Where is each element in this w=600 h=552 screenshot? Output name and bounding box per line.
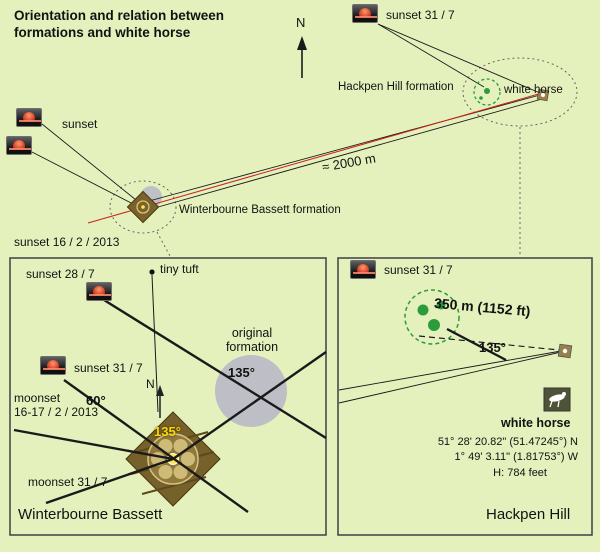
moonset-31-7-line — [45, 457, 174, 505]
tiny-tuft-dot — [149, 269, 155, 275]
connector-left — [156, 231, 171, 257]
sightline-1 — [148, 94, 541, 202]
dashed-alignment-line — [418, 335, 560, 351]
formation-to-horse-line — [446, 327, 507, 362]
right-panel-title: Hackpen Hill — [486, 506, 571, 523]
sunset-icon — [6, 136, 32, 155]
formation-axis-line — [172, 351, 327, 460]
sunset-31-7-label-left: sunset 31 / 7 — [74, 361, 143, 375]
sun-streak — [19, 120, 41, 122]
sunset-label: sunset — [62, 117, 98, 131]
north-label: N — [296, 15, 306, 30]
sunset-28-7-label: sunset 28 / 7 — [26, 267, 95, 281]
sun-streak — [89, 294, 111, 296]
horizon-strip — [87, 295, 111, 300]
tiny-tuft-label: tiny tuft — [160, 262, 199, 276]
red-sightline — [87, 92, 543, 224]
hackpen-formation-circle — [473, 78, 501, 106]
winterbourne-area-ellipse — [109, 180, 177, 234]
sunset-icon — [86, 282, 112, 301]
sunset-31-7-line — [63, 379, 249, 513]
right-panel-border — [337, 257, 593, 536]
angle-135-formation-label: 135° — [154, 424, 181, 439]
sunset-31-7-label-right: sunset 31 / 7 — [384, 263, 453, 277]
sunset-28-7-line — [103, 298, 327, 440]
sunset-31-7-label-main: sunset 31 / 7 — [386, 8, 455, 22]
sunset-icon — [352, 4, 378, 23]
original-formation-label: original formation — [225, 326, 279, 355]
left-panel-border — [9, 257, 327, 536]
white-horse-photo — [543, 387, 571, 412]
longitude-label: 1° 49' 3.11" (1.81753°) W — [454, 451, 578, 463]
latitude-label: 51° 28' 20.82" (51.47245°) N — [437, 436, 578, 448]
horizon-strip — [353, 17, 377, 22]
horizon-strip — [41, 369, 65, 374]
left-panel-title: Winterbourne Bassett — [18, 506, 163, 523]
angle-135-label-right: 135° — [479, 340, 506, 355]
page-title-line1: Orientation and relation between — [14, 8, 225, 23]
moonset-31-7-label: moonset 31 / 7 — [28, 475, 108, 489]
page-title-line2: formations and white horse — [14, 25, 191, 40]
sunset-icon — [350, 260, 376, 279]
moonset-16-17-line — [13, 428, 174, 461]
horizon-strip — [351, 273, 375, 278]
sun-streak — [9, 148, 31, 150]
hackpen-formation-circle-detail — [404, 289, 460, 345]
sun-streak — [353, 272, 375, 274]
north-label-left-panel: N — [146, 377, 155, 391]
sightline-2 — [150, 98, 543, 210]
sunset-icon — [16, 108, 42, 127]
horizon-strip — [17, 121, 41, 126]
main-diagram — [31, 23, 578, 257]
elevation-label: H: 784 feet — [493, 467, 547, 479]
sun-streak — [355, 16, 377, 18]
sightline-detail-2 — [338, 351, 562, 404]
winterbourne-formation-label: Winterbourne Bassett formation — [179, 204, 341, 216]
right-panel-diagram — [337, 257, 593, 536]
angle-60-label: 60° — [86, 393, 106, 408]
sun-streak — [43, 368, 65, 370]
sightline-detail-1 — [338, 350, 562, 391]
white-horse-label-right: white horse — [501, 416, 571, 430]
sunset-icon — [40, 356, 66, 375]
angle-135-label: 135° — [228, 365, 255, 380]
hackpen-formation-label: Hackpen Hill formation — [338, 81, 454, 93]
horizon-strip — [7, 149, 31, 154]
moonset-16-17-label: moonset 16-17 / 2 / 2013 — [14, 391, 99, 419]
white-horse-label-main: white horse — [504, 84, 563, 96]
white-horse-area-ellipse — [462, 57, 578, 127]
left-panel-diagram — [9, 257, 327, 536]
sunset-16-2-2013-label: sunset 16 / 2 / 2013 — [14, 235, 120, 249]
